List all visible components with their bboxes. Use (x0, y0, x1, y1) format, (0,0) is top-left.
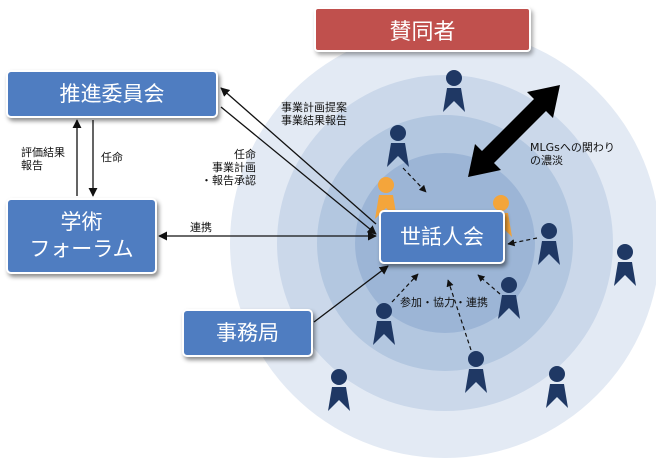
academic-forum-box: 学術 フォーラム (6, 198, 157, 274)
dashed-arrow-bottom-right (477, 274, 501, 295)
dashed-arrow-right (507, 237, 538, 247)
steering-committee-label: 推進委員会 (59, 81, 165, 106)
coordinators-label: 世話人会 (400, 224, 484, 249)
arrow-appoint-approval (220, 106, 377, 235)
double-arrow-shape (468, 85, 560, 177)
appoint-label: 任命 (101, 151, 123, 164)
supporters-box: 賛同者 (314, 7, 531, 52)
coordinators-box: 世話人会 (379, 210, 505, 264)
dashed-arrow-bottom-mid (446, 279, 472, 351)
dashed-arrow-top (402, 167, 427, 193)
steering-committee-box: 推進委員会 (6, 70, 218, 118)
appoint-approval-label: 任命 事業計画 ・報告承認 (201, 148, 256, 187)
participation-label: 参加・協力・連携 (400, 296, 488, 309)
involvement-double-arrow (468, 85, 560, 177)
dashed-arrows (391, 167, 538, 351)
secretariat-box: 事務局 (182, 309, 313, 357)
cooperation-label: 連携 (190, 221, 212, 234)
dashed-arrow-bottom-left (391, 273, 419, 303)
arrow-plan-proposal (220, 87, 377, 225)
supporters-label: 賛同者 (389, 19, 456, 45)
plan-proposal-label: 事業計画提案 事業結果報告 (281, 101, 347, 127)
academic-forum-label: 学術 フォーラム (29, 210, 134, 261)
mlg-involvement-label: MLGsへの関わり の濃淡 (530, 141, 615, 167)
secretariat-label: 事務局 (216, 320, 279, 345)
arrow-secretariat (313, 265, 389, 323)
solid-arrows (72, 87, 389, 323)
evaluation-report-label: 評価結果 報告 (21, 146, 65, 172)
